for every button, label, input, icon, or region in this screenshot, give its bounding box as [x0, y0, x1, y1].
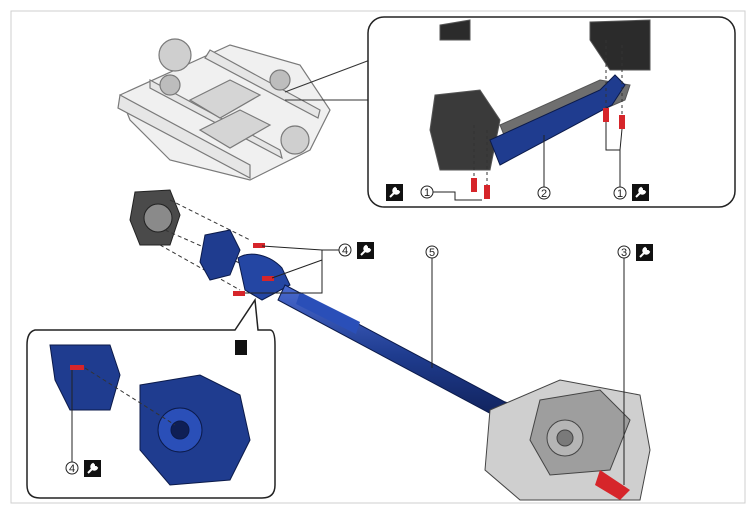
wrench-icon [356, 241, 375, 260]
outer-border [10, 10, 746, 504]
transmission-housing [484, 379, 651, 501]
crossmember-part [489, 74, 626, 166]
wrench-icon [83, 459, 102, 478]
chassis-frame-illustration [117, 38, 331, 181]
flange-detail-box: 4 [26, 297, 276, 499]
callout-label-4-detail: 4 [69, 463, 75, 475]
wrench-icon [385, 183, 404, 202]
callout-3: 3 [617, 243, 654, 485]
callout-label-5: 5 [429, 247, 435, 259]
callout-4-shaft: 4 [245, 241, 375, 294]
wrench-icon [635, 243, 654, 262]
callout-5: 5 [425, 245, 439, 368]
wrench-icon [631, 183, 650, 202]
bolts-upper [471, 108, 625, 199]
callout-leader-upper [284, 59, 371, 93]
crossmember-detail-box: 1 2 1 [367, 16, 736, 208]
callout-label-4-shaft: 4 [342, 245, 348, 257]
bolts-shaft-flange [233, 243, 274, 296]
differential-flange-gray [129, 189, 181, 246]
callout-label-3: 3 [621, 247, 627, 259]
callout-label-1-right: 1 [617, 188, 623, 200]
callout-label-1-left: 1 [424, 187, 430, 199]
callout-label-2: 2 [541, 188, 547, 200]
